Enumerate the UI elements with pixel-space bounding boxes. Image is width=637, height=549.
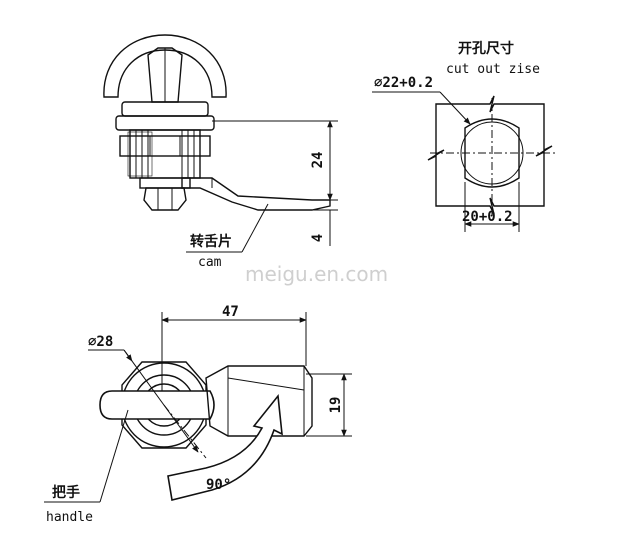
rotation-arrow bbox=[167, 393, 283, 501]
rotation-angle: 90° bbox=[206, 477, 231, 493]
diameter-leader bbox=[439, 91, 471, 125]
top-diameter-leader bbox=[123, 349, 199, 453]
top-diameter-dimension: ⌀28 bbox=[88, 334, 113, 350]
top-width-dimension: 19 bbox=[328, 397, 344, 414]
thread-lines bbox=[127, 130, 195, 178]
t-handle-outline bbox=[103, 34, 227, 98]
cutout-title-cn: 开孔尺寸 bbox=[458, 40, 514, 57]
rotation-axis bbox=[163, 404, 207, 459]
handle-leader bbox=[99, 409, 129, 503]
handle-label-cn: 把手 bbox=[52, 484, 80, 501]
top-view: 47 19 ⌀28 90° 把手 handle bbox=[44, 304, 352, 525]
top-cam bbox=[205, 365, 313, 437]
cutout-width-dimension: 20+0.2 bbox=[462, 209, 513, 225]
cam-label-cn: 转舌片 bbox=[190, 233, 232, 250]
handle bbox=[99, 390, 215, 420]
threaded-body bbox=[129, 129, 201, 179]
side-view: 24 4 转舌片 cam bbox=[103, 34, 338, 270]
handle-label-en: handle bbox=[46, 510, 93, 525]
top-length-dimension: 47 bbox=[222, 304, 239, 320]
lock-flange bbox=[115, 115, 215, 131]
cutout-view: 开孔尺寸 cut out zise ⌀22+0.2 20+0.2 bbox=[372, 40, 556, 232]
cutout-hole bbox=[464, 118, 520, 188]
cam-label-en: cam bbox=[198, 255, 222, 270]
hex-nut bbox=[119, 135, 211, 157]
panel-outline bbox=[427, 95, 553, 215]
cam-thickness-dimension: 4 bbox=[310, 234, 326, 242]
cutout-diameter-dimension: ⌀22+0.2 bbox=[374, 75, 433, 91]
cutout-title-en: cut out zise bbox=[446, 62, 540, 77]
watermark: meigu.en.com bbox=[245, 262, 388, 286]
bottom-nut bbox=[143, 187, 187, 211]
cam-leader bbox=[241, 203, 269, 253]
lock-collar bbox=[121, 101, 209, 117]
cam bbox=[181, 177, 331, 211]
side-height-dimension: 24 bbox=[310, 152, 326, 169]
